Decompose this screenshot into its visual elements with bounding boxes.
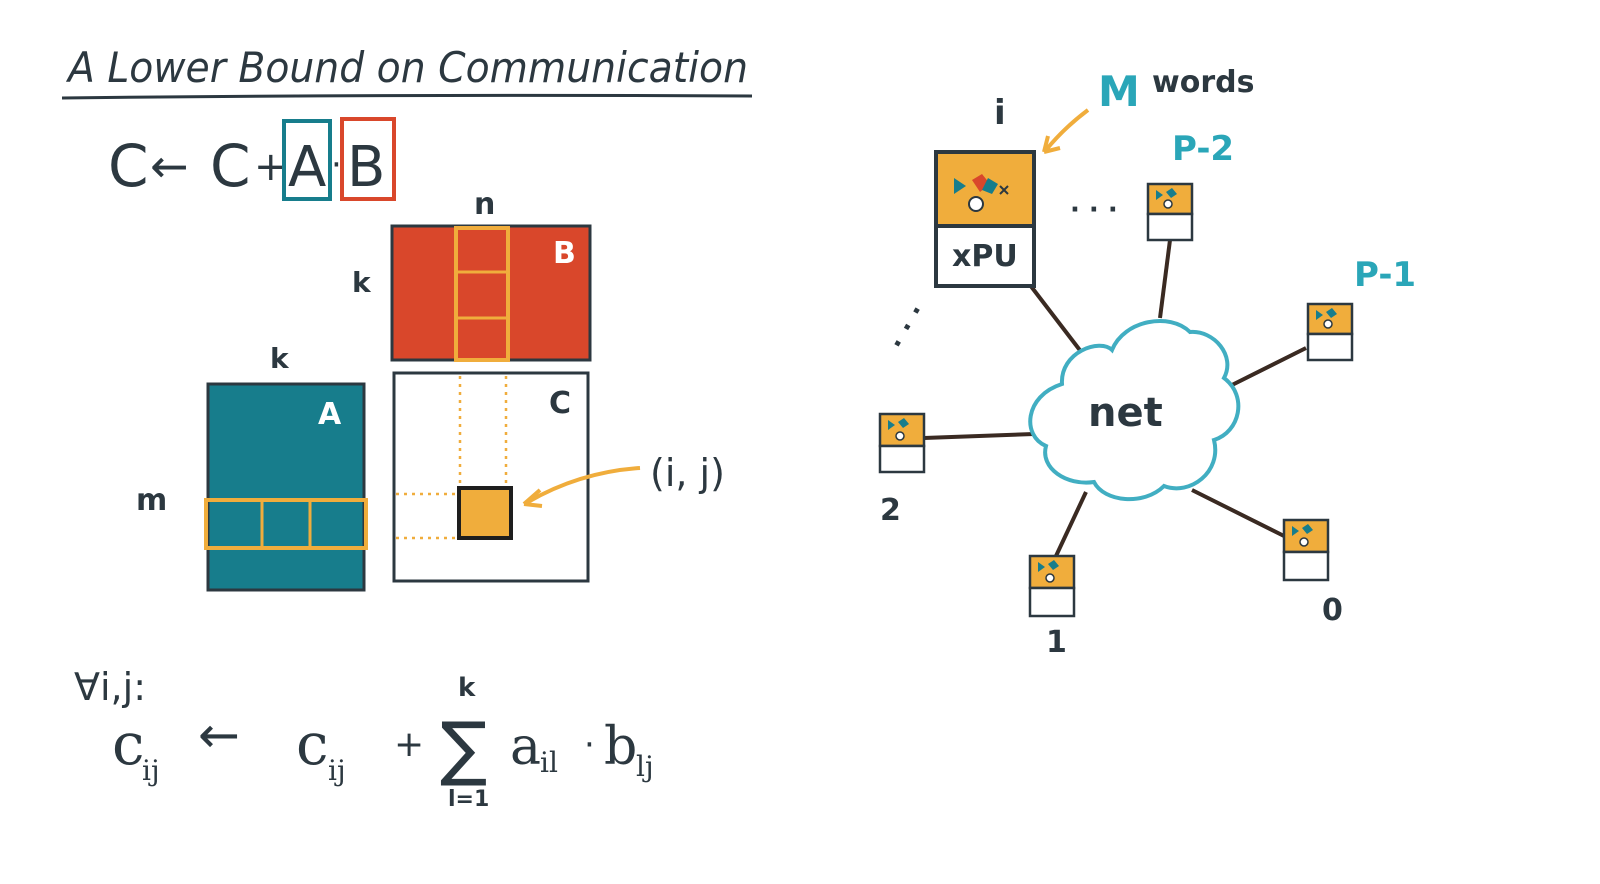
matrix-c: C (i, j) xyxy=(392,371,725,583)
matrix-b-cols-label: n xyxy=(474,187,495,222)
node-memory-icon xyxy=(1292,524,1313,536)
formula-term-b: b xyxy=(604,717,637,777)
node-p-2-label: P-2 xyxy=(1172,129,1234,169)
network-diagram: net i M words xPU · · · · · · xyxy=(878,65,1416,660)
node-memory xyxy=(1028,554,1076,590)
memory-label-m: M xyxy=(1098,67,1140,116)
link xyxy=(1158,239,1172,319)
network-cloud xyxy=(1028,319,1241,501)
cloud-label: net xyxy=(1088,390,1163,436)
memory-content-icon xyxy=(954,174,1009,212)
rule-plus: + xyxy=(254,144,288,190)
link xyxy=(1229,346,1307,388)
formula-rhs: c xyxy=(296,710,328,778)
node-2 xyxy=(878,412,926,474)
link xyxy=(1191,488,1285,538)
matrix-c-rect xyxy=(392,371,590,583)
element-pointer-arrowhead xyxy=(522,488,543,508)
node-memory xyxy=(1282,518,1330,554)
rule-rhs-c: C xyxy=(210,132,251,200)
node-memory-icon xyxy=(1299,537,1309,547)
formula-quantifier: ∀i,j: xyxy=(74,665,146,709)
formula-sigma: ∑ xyxy=(440,707,487,789)
matrix-b-column-highlight xyxy=(454,226,510,362)
node-memory xyxy=(1306,302,1354,336)
node-1 xyxy=(1028,554,1076,618)
ellipsis-top: · · · xyxy=(1070,195,1118,225)
node-memory xyxy=(878,412,926,448)
matrix-a: k m A xyxy=(136,342,368,592)
node-memory-icon xyxy=(895,431,905,441)
link xyxy=(923,432,1035,440)
memory-label-words: words xyxy=(1152,65,1254,100)
matrix-b: n k B xyxy=(352,187,592,362)
element-pointer-arrow xyxy=(527,466,641,504)
node-1-label: 1 xyxy=(1046,625,1067,660)
node-processor xyxy=(1028,586,1076,618)
matrix-c-element xyxy=(457,486,513,540)
rule-b-box xyxy=(340,117,396,201)
slide-title: A Lower Bound on Communication xyxy=(65,43,748,92)
title-underline xyxy=(61,93,753,100)
matrix-b-rows-label: k xyxy=(352,266,372,299)
formula-term-a: a xyxy=(510,717,541,777)
matrix-a-row-highlight xyxy=(204,498,368,550)
formula-lhs: c xyxy=(112,710,144,778)
node-memory-icon xyxy=(1163,199,1173,209)
rule-a-box xyxy=(282,119,332,201)
node-p-1 xyxy=(1306,302,1354,362)
node-memory-icon xyxy=(1156,188,1177,200)
sum-formula: ∀i,j: c ij ← c ij + k ∑ l=1 a il · b lj xyxy=(74,665,654,812)
formula-term-b-sub: lj xyxy=(636,750,654,783)
node-0 xyxy=(1282,518,1330,582)
matrix-a-rows-label: m xyxy=(136,483,167,518)
update-rule: C ← C + A · B xyxy=(108,117,396,201)
matrix-a-cols-label: k xyxy=(270,342,290,375)
matrix-c-label: C xyxy=(549,386,571,421)
formula-rhs-sub: ij xyxy=(328,754,346,787)
node-memory-icon xyxy=(1323,319,1333,329)
memory-pointer-arrowhead xyxy=(1042,135,1061,154)
node-memory-icon xyxy=(1316,308,1337,320)
formula-arrow: ← xyxy=(198,706,240,764)
rule-b: B xyxy=(347,135,385,200)
node-0-label: 0 xyxy=(1322,593,1343,628)
node-memory-icon xyxy=(888,418,909,430)
formula-sum-lower: l=1 xyxy=(448,787,489,812)
rule-arrow: ← xyxy=(150,139,189,193)
node-processor xyxy=(1282,550,1330,582)
rule-dot: · xyxy=(331,145,342,185)
node-p-2 xyxy=(1146,182,1194,242)
memory-pointer-arrow xyxy=(1044,108,1090,152)
formula-lhs-sub: ij xyxy=(142,754,160,787)
node-processor xyxy=(878,444,926,474)
node-p-1-label: P-1 xyxy=(1354,255,1416,295)
rule-lhs: C xyxy=(108,132,149,200)
ellipsis-left: · · · xyxy=(883,299,933,355)
element-label: (i, j) xyxy=(650,451,725,495)
node-processor xyxy=(1306,332,1354,362)
matrix-a-rect xyxy=(206,382,366,592)
rule-a: A xyxy=(288,135,326,200)
node-i-processor xyxy=(934,224,1036,288)
matrix-b-label: B xyxy=(553,236,576,271)
node-i-label: i xyxy=(994,93,1006,133)
node-memory-icon xyxy=(1045,573,1055,583)
node-processor xyxy=(1146,212,1194,242)
matrix-a-label: A xyxy=(318,397,342,432)
node-i-processor-label: xPU xyxy=(952,239,1018,274)
link xyxy=(1054,491,1088,557)
node-memory xyxy=(1146,182,1194,216)
formula-dot: · xyxy=(584,725,595,765)
formula-plus: + xyxy=(394,724,424,765)
node-memory-icon xyxy=(1038,560,1059,572)
formula-term-a-sub: il xyxy=(540,746,558,779)
node-i: xPU xyxy=(934,150,1036,288)
formula-sum-upper: k xyxy=(458,673,476,703)
node-2-label: 2 xyxy=(880,493,901,528)
